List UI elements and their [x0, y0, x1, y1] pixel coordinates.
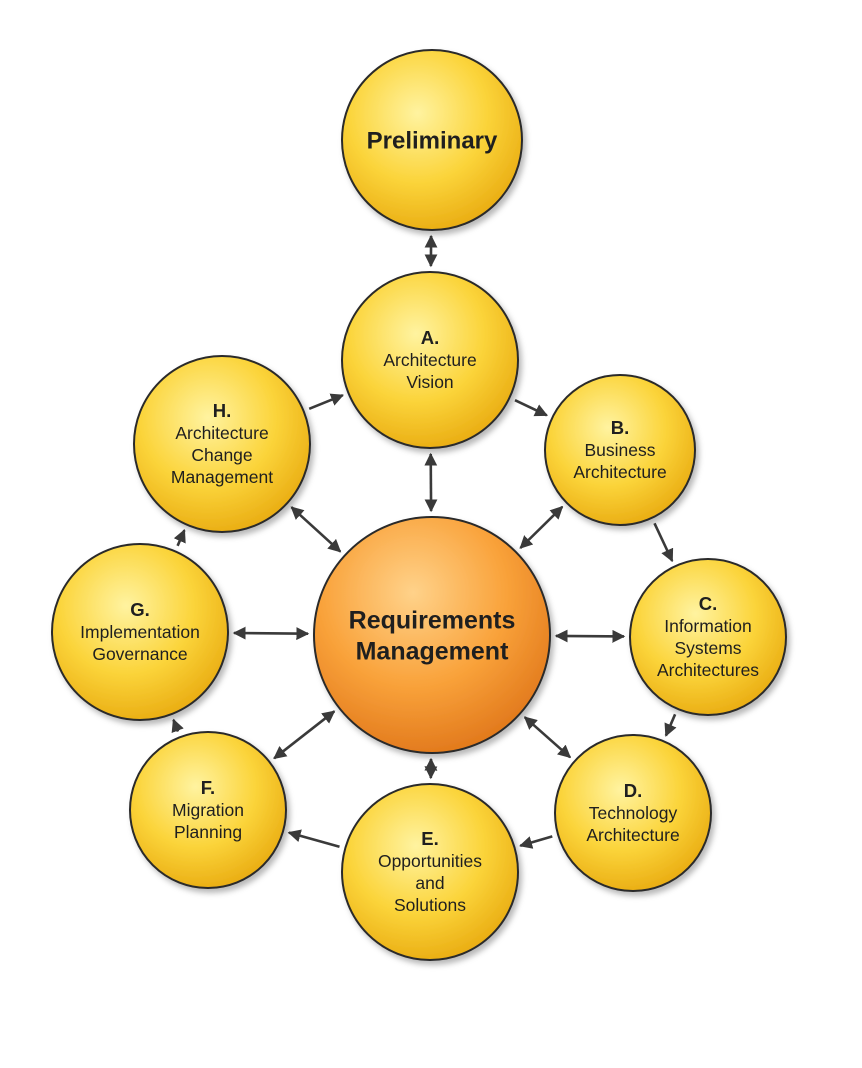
arrow-c-to-d: [664, 713, 677, 737]
node-circle-a: [341, 271, 519, 449]
node-label-g-line-1: Implementation: [80, 622, 200, 642]
node-label-req-line-1: Management: [356, 637, 509, 665]
node-label-b-line-2: Architecture: [573, 462, 666, 482]
node-circle-d: [554, 734, 712, 892]
arrow-d-to-e: [519, 835, 553, 849]
arrow-h-to-a: [308, 393, 345, 411]
node-label-h-line-2: Change: [191, 445, 252, 465]
node-label-c-line-1: Information: [664, 616, 752, 636]
node-label-req-line-0: Requirements: [349, 606, 516, 634]
arrow-req-to-f: [273, 710, 336, 760]
node-circle-b: [544, 374, 696, 526]
node-label-e-line-1: Opportunities: [378, 851, 482, 871]
arrow-b-to-c: [653, 522, 674, 563]
node-label-h-line-1: Architecture: [175, 423, 268, 443]
arrow-req-to-d: [523, 716, 572, 759]
node-label-d-line-2: Architecture: [586, 825, 679, 845]
arrow-e-to-f: [287, 829, 340, 848]
node-label-g-line-0: G.: [130, 599, 150, 620]
node-circle-e: [341, 783, 519, 961]
node-label-b-line-1: Business: [584, 440, 655, 460]
node-label-f-line-0: F.: [201, 777, 215, 798]
arrow-req-to-c: [554, 629, 626, 643]
node-circle-c: [629, 558, 787, 716]
node-label-f-line-2: Planning: [174, 822, 242, 842]
arrow-f-to-g: [171, 718, 184, 734]
node-label-d-line-0: D.: [624, 780, 643, 801]
arrow-req-to-h: [290, 506, 342, 553]
node-label-g-line-2: Governance: [92, 644, 187, 664]
node-label-d-line-1: Technology: [589, 803, 678, 823]
arrow-a-to-b: [514, 399, 548, 417]
node-label-h-line-3: Management: [171, 467, 273, 487]
node-label-c-line-0: C.: [699, 593, 718, 614]
node-label-c-line-3: Architectures: [657, 660, 759, 680]
node-label-a-line-2: Vision: [406, 372, 453, 392]
node-preliminary: Preliminary: [341, 49, 523, 231]
arrow-req-to-b: [519, 505, 564, 549]
node-circle-g: [51, 543, 229, 721]
node-label-e-line-3: Solutions: [394, 895, 466, 915]
arrow-g-to-h: [173, 529, 186, 547]
node-circle-preliminary: [341, 49, 523, 231]
node-label-e-line-2: and: [415, 873, 444, 893]
node-label-preliminary-line-0: Preliminary: [367, 127, 498, 154]
node-circle-h: [133, 355, 311, 533]
node-circle-req: [313, 516, 551, 754]
node-label-h-line-0: H.: [213, 400, 232, 421]
node-label-a-line-0: A.: [421, 327, 440, 348]
node-label-b-line-0: B.: [611, 417, 630, 438]
arrow-req-to-g: [232, 626, 310, 641]
edges-layer: [171, 234, 677, 849]
node-label-c-line-2: Systems: [674, 638, 741, 658]
nodes-layer: PreliminaryA.ArchitectureVisionB.Busines…: [51, 49, 787, 961]
node-circle-f: [129, 731, 287, 889]
node-label-e-line-0: E.: [421, 828, 438, 849]
node-label-a-line-1: Architecture: [383, 350, 476, 370]
node-label-f-line-1: Migration: [172, 800, 244, 820]
